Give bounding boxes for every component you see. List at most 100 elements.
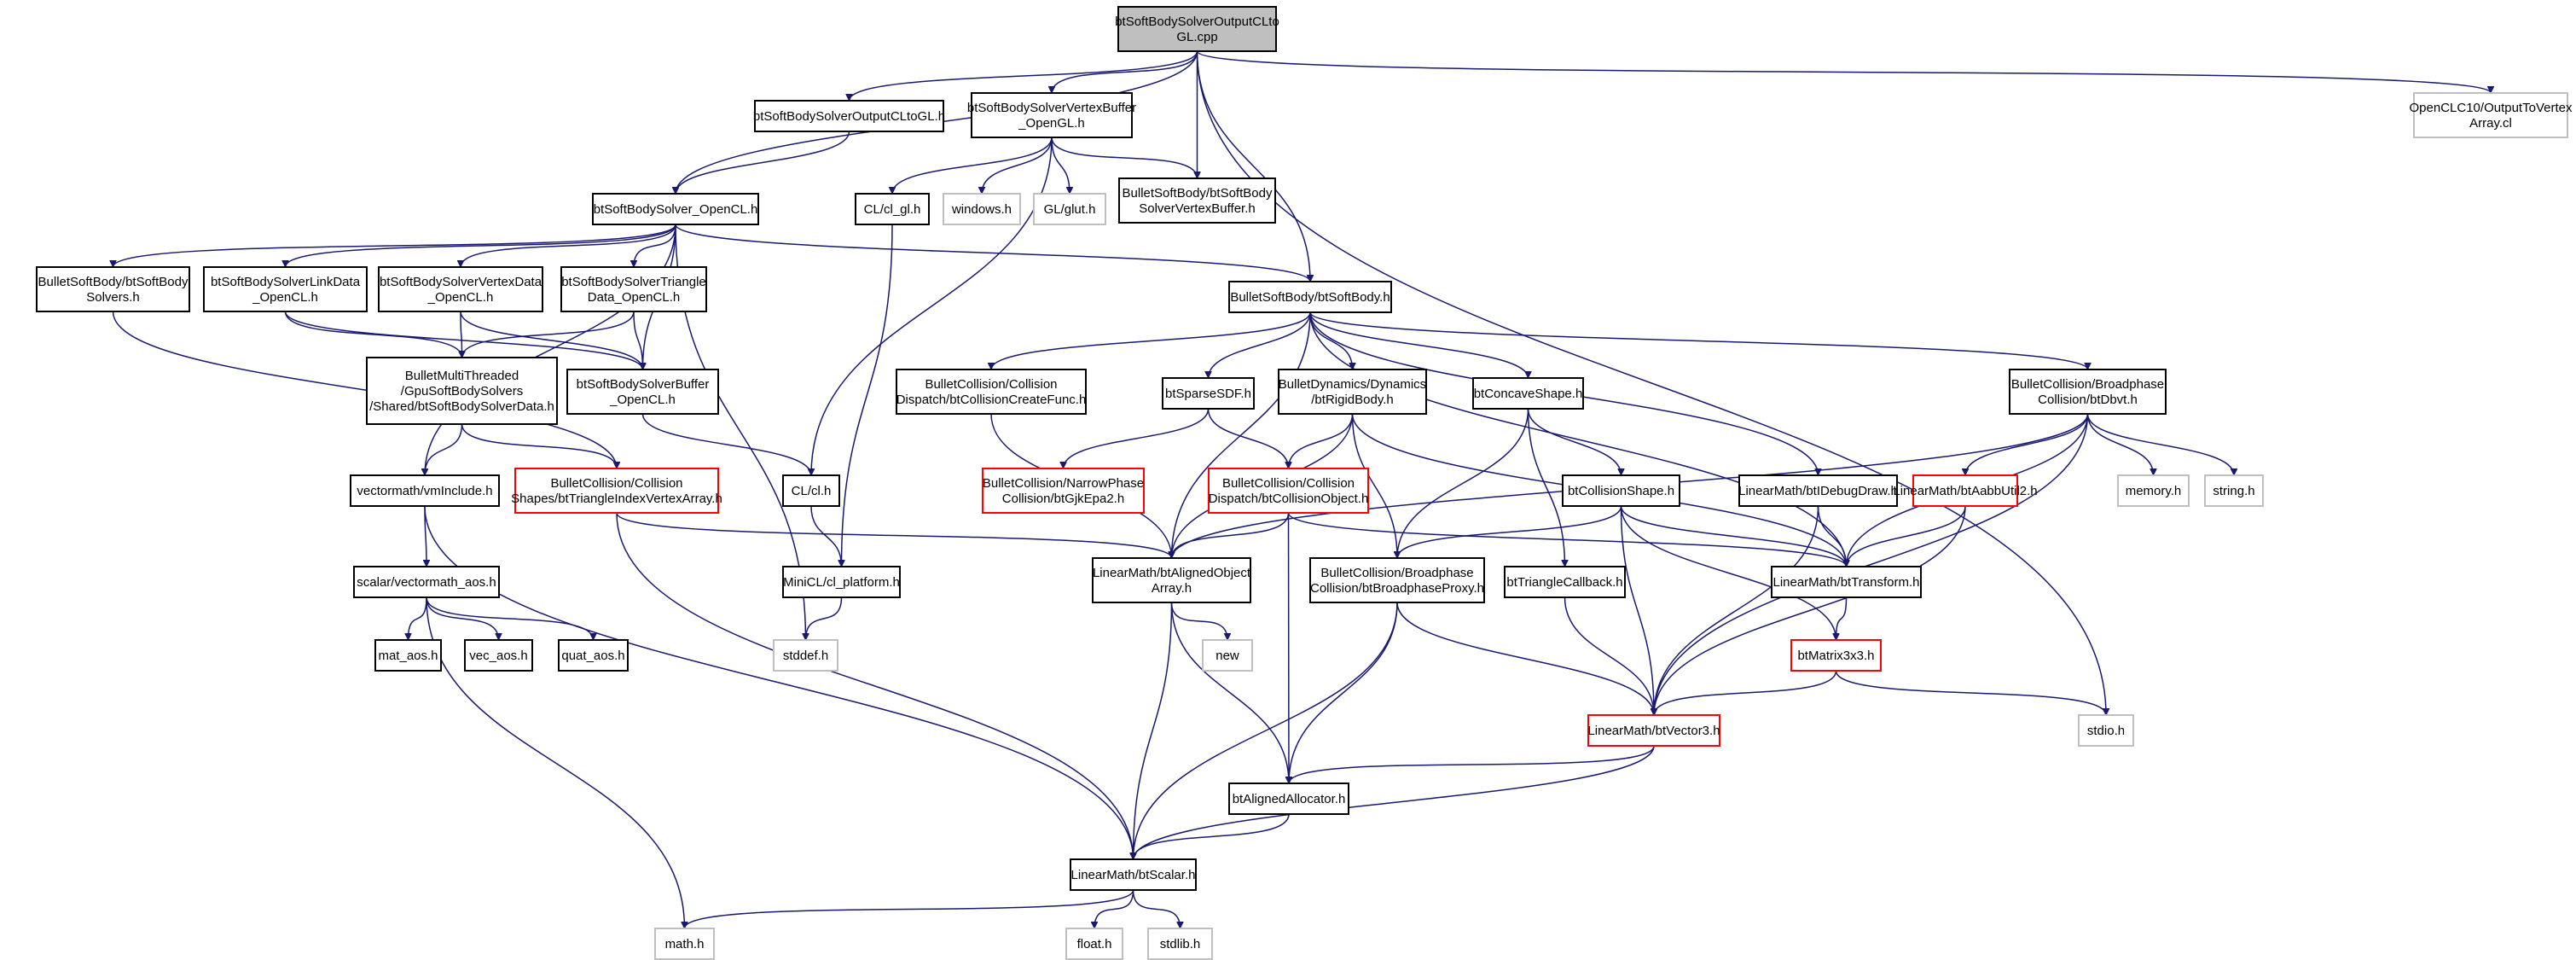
edge-matrix3x3-to-stdio xyxy=(1835,670,2107,716)
edge-root-to-vertexBufferOpenGL xyxy=(1052,50,1198,94)
node-scalar[interactable]: LinearMath/btScalar.h xyxy=(1070,858,1197,891)
edge-softBodySolvers-to-triangleIndexVertexArray xyxy=(112,311,618,468)
node-label-line: btTriangleCallback.h xyxy=(1506,575,1622,590)
node-label-line: scalar/vectormath_aos.h xyxy=(357,575,496,590)
node-box xyxy=(1562,474,1680,507)
node-label-line: Dispatch/btCollisionCreateFunc.h xyxy=(896,393,1087,407)
node-solverVertexBuffer[interactable]: BulletSoftBody/btSoftBodySolverVertexBuf… xyxy=(1118,177,1276,224)
node-label-line: GL/glut.h xyxy=(1044,202,1096,217)
node-vertexData[interactable]: btSoftBodySolverVertexData_OpenCL.h xyxy=(378,266,543,312)
edge-vector3-to-scalar xyxy=(1134,745,1655,860)
node-box xyxy=(374,639,442,672)
edge-solverOpenCL-to-softBodySolvers xyxy=(113,224,676,268)
node-windows[interactable]: windows.h xyxy=(943,193,1021,225)
node-triangleIndexVertexArray[interactable]: BulletCollision/CollisionShapes/btTriang… xyxy=(511,468,722,514)
node-label-line: Shapes/btTriangleIndexVertexArray.h xyxy=(511,492,722,506)
node-box xyxy=(1504,566,1626,598)
node-box xyxy=(1065,928,1123,960)
edge-dbvt-to-vector3 xyxy=(1654,413,2089,715)
node-stdlib[interactable]: stdlib.h xyxy=(1147,928,1213,960)
node-label-line: btSoftBodySolverVertexBuffer xyxy=(967,101,1136,115)
node-triangleCallback[interactable]: btTriangleCallback.h xyxy=(1504,566,1626,598)
node-stdio[interactable]: stdio.h xyxy=(2078,714,2134,747)
node-label-line: LinearMath/btVector3.h xyxy=(1587,724,1720,738)
edge-vectormathAos-to-quatAos xyxy=(426,596,594,641)
node-vmInclude[interactable]: vectormath/vmInclude.h xyxy=(350,474,500,507)
node-box xyxy=(1208,468,1369,514)
node-softBody[interactable]: BulletSoftBody/btSoftBody.h xyxy=(1228,281,1392,313)
node-clPlatform[interactable]: MiniCL/cl_platform.h xyxy=(782,566,901,598)
node-memory[interactable]: memory.h xyxy=(2117,474,2190,507)
node-collisionShape[interactable]: btCollisionShape.h xyxy=(1562,474,1680,507)
node-vertexBufferOpenGL[interactable]: btSoftBodySolverVertexBuffer_OpenGL.h xyxy=(967,92,1136,138)
node-cl_h[interactable]: CL/cl.h xyxy=(782,474,840,507)
node-box xyxy=(2117,474,2190,507)
node-alignedAllocator[interactable]: btAlignedAllocator.h xyxy=(1228,783,1349,815)
edge-solverOpenCL-to-softBody xyxy=(675,224,1310,282)
node-label-line: btConcaveShape.h xyxy=(1474,387,1583,401)
edge-outputCLtoGL_h-to-solverOpenCL xyxy=(676,131,850,195)
node-solverOpenCL[interactable]: btSoftBodySolver_OpenCL.h xyxy=(592,193,759,225)
node-root[interactable]: btSoftBodySolverOutputCLtoGL.cpp xyxy=(1115,6,1279,52)
node-label-line: BulletCollision/Collision xyxy=(925,377,1057,392)
edge-vertexData-to-bufferOpenCL xyxy=(460,311,643,370)
edge-root-to-openclc10 xyxy=(1196,50,2492,94)
edge-root-to-softBody xyxy=(1196,50,1311,282)
node-box xyxy=(943,193,1021,225)
node-gjkEpa2[interactable]: BulletCollision/NarrowPhaseCollision/btG… xyxy=(982,468,1145,514)
node-broadphaseProxy[interactable]: BulletCollision/BroadphaseCollision/btBr… xyxy=(1309,557,1485,603)
node-collisionObject[interactable]: BulletCollision/CollisionDispatch/btColl… xyxy=(1208,468,1369,514)
node-glut[interactable]: GL/glut.h xyxy=(1033,193,1106,225)
node-dbvt[interactable]: BulletCollision/BroadphaseCollision/btDb… xyxy=(2009,369,2167,415)
node-bufferOpenCL[interactable]: btSoftBodySolverBuffer_OpenCL.h xyxy=(566,369,719,415)
node-outputCLtoGL_h[interactable]: btSoftBodySolverOutputCLtoGL.h xyxy=(753,100,945,132)
node-box xyxy=(353,566,500,598)
node-multiThreaded[interactable]: BulletMultiThreaded/GpuSoftBodySolvers/S… xyxy=(366,357,558,425)
edge-solverOpenCL-to-linkData xyxy=(286,224,676,268)
node-box xyxy=(1147,928,1213,960)
node-box xyxy=(855,193,930,225)
node-cl_gl[interactable]: CL/cl_gl.h xyxy=(855,193,930,225)
node-label-line: btSoftBodySolverLinkData xyxy=(211,275,361,289)
edge-vectormathAos-to-vecAos xyxy=(426,596,499,640)
node-box xyxy=(1472,377,1584,410)
edge-alignedAllocator-to-scalar xyxy=(1134,813,1290,860)
node-collisionCreateFunc[interactable]: BulletCollision/CollisionDispatch/btColl… xyxy=(896,369,1087,415)
edge-sparseSDF-to-gjkEpa2 xyxy=(1064,408,1210,469)
node-concaveShape[interactable]: btConcaveShape.h xyxy=(1472,377,1584,410)
node-vecAos[interactable]: vec_aos.h xyxy=(464,639,533,672)
edge-vertexBufferOpenGL-to-glut xyxy=(1051,137,1070,194)
edge-softBody-to-sparseSDF xyxy=(1209,311,1311,379)
node-math[interactable]: math.h xyxy=(654,928,715,960)
node-matAos[interactable]: mat_aos.h xyxy=(374,639,442,672)
edge-vmInclude-to-scalar xyxy=(424,505,1134,859)
node-rigidBody[interactable]: BulletDynamics/Dynamics/btRigidBody.h xyxy=(1278,369,1427,415)
node-aabbUtil2[interactable]: LinearMath/btAabbUtil2.h xyxy=(1893,474,2038,507)
node-box xyxy=(560,266,707,312)
edge-idebugDraw-to-transform xyxy=(1817,505,1847,567)
node-box xyxy=(1228,281,1392,313)
edge-vectormathAos-to-matAos xyxy=(409,596,427,640)
node-new[interactable]: new xyxy=(1202,639,1253,672)
edge-vertexBufferOpenGL-to-windows xyxy=(982,137,1053,194)
node-linkData[interactable]: btSoftBodySolverLinkData_OpenCL.h xyxy=(203,266,368,312)
node-idebugDraw[interactable]: LinearMath/btIDebugDraw.h xyxy=(1738,474,1898,507)
node-stddef[interactable]: stddef.h xyxy=(773,639,838,672)
node-string[interactable]: string.h xyxy=(2204,474,2264,507)
node-vector3[interactable]: LinearMath/btVector3.h xyxy=(1587,714,1720,747)
node-label-line: LinearMath/btAlignedObject xyxy=(1093,566,1251,580)
node-transform[interactable]: LinearMath/btTransform.h xyxy=(1771,566,1922,598)
node-box xyxy=(592,193,759,225)
node-quatAos[interactable]: quat_aos.h xyxy=(558,639,629,672)
node-matrix3x3[interactable]: btMatrix3x3.h xyxy=(1790,639,1882,672)
node-sparseSDF[interactable]: btSparseSDF.h xyxy=(1162,377,1255,410)
node-float[interactable]: float.h xyxy=(1065,928,1123,960)
node-vectormathAos[interactable]: scalar/vectormath_aos.h xyxy=(353,566,500,598)
node-label-line: BulletSoftBody/btSoftBody xyxy=(38,275,189,289)
node-label-line: math.h xyxy=(665,937,705,951)
node-label-line: btSoftBodySolverOutputCLtoGL.h xyxy=(753,109,945,124)
